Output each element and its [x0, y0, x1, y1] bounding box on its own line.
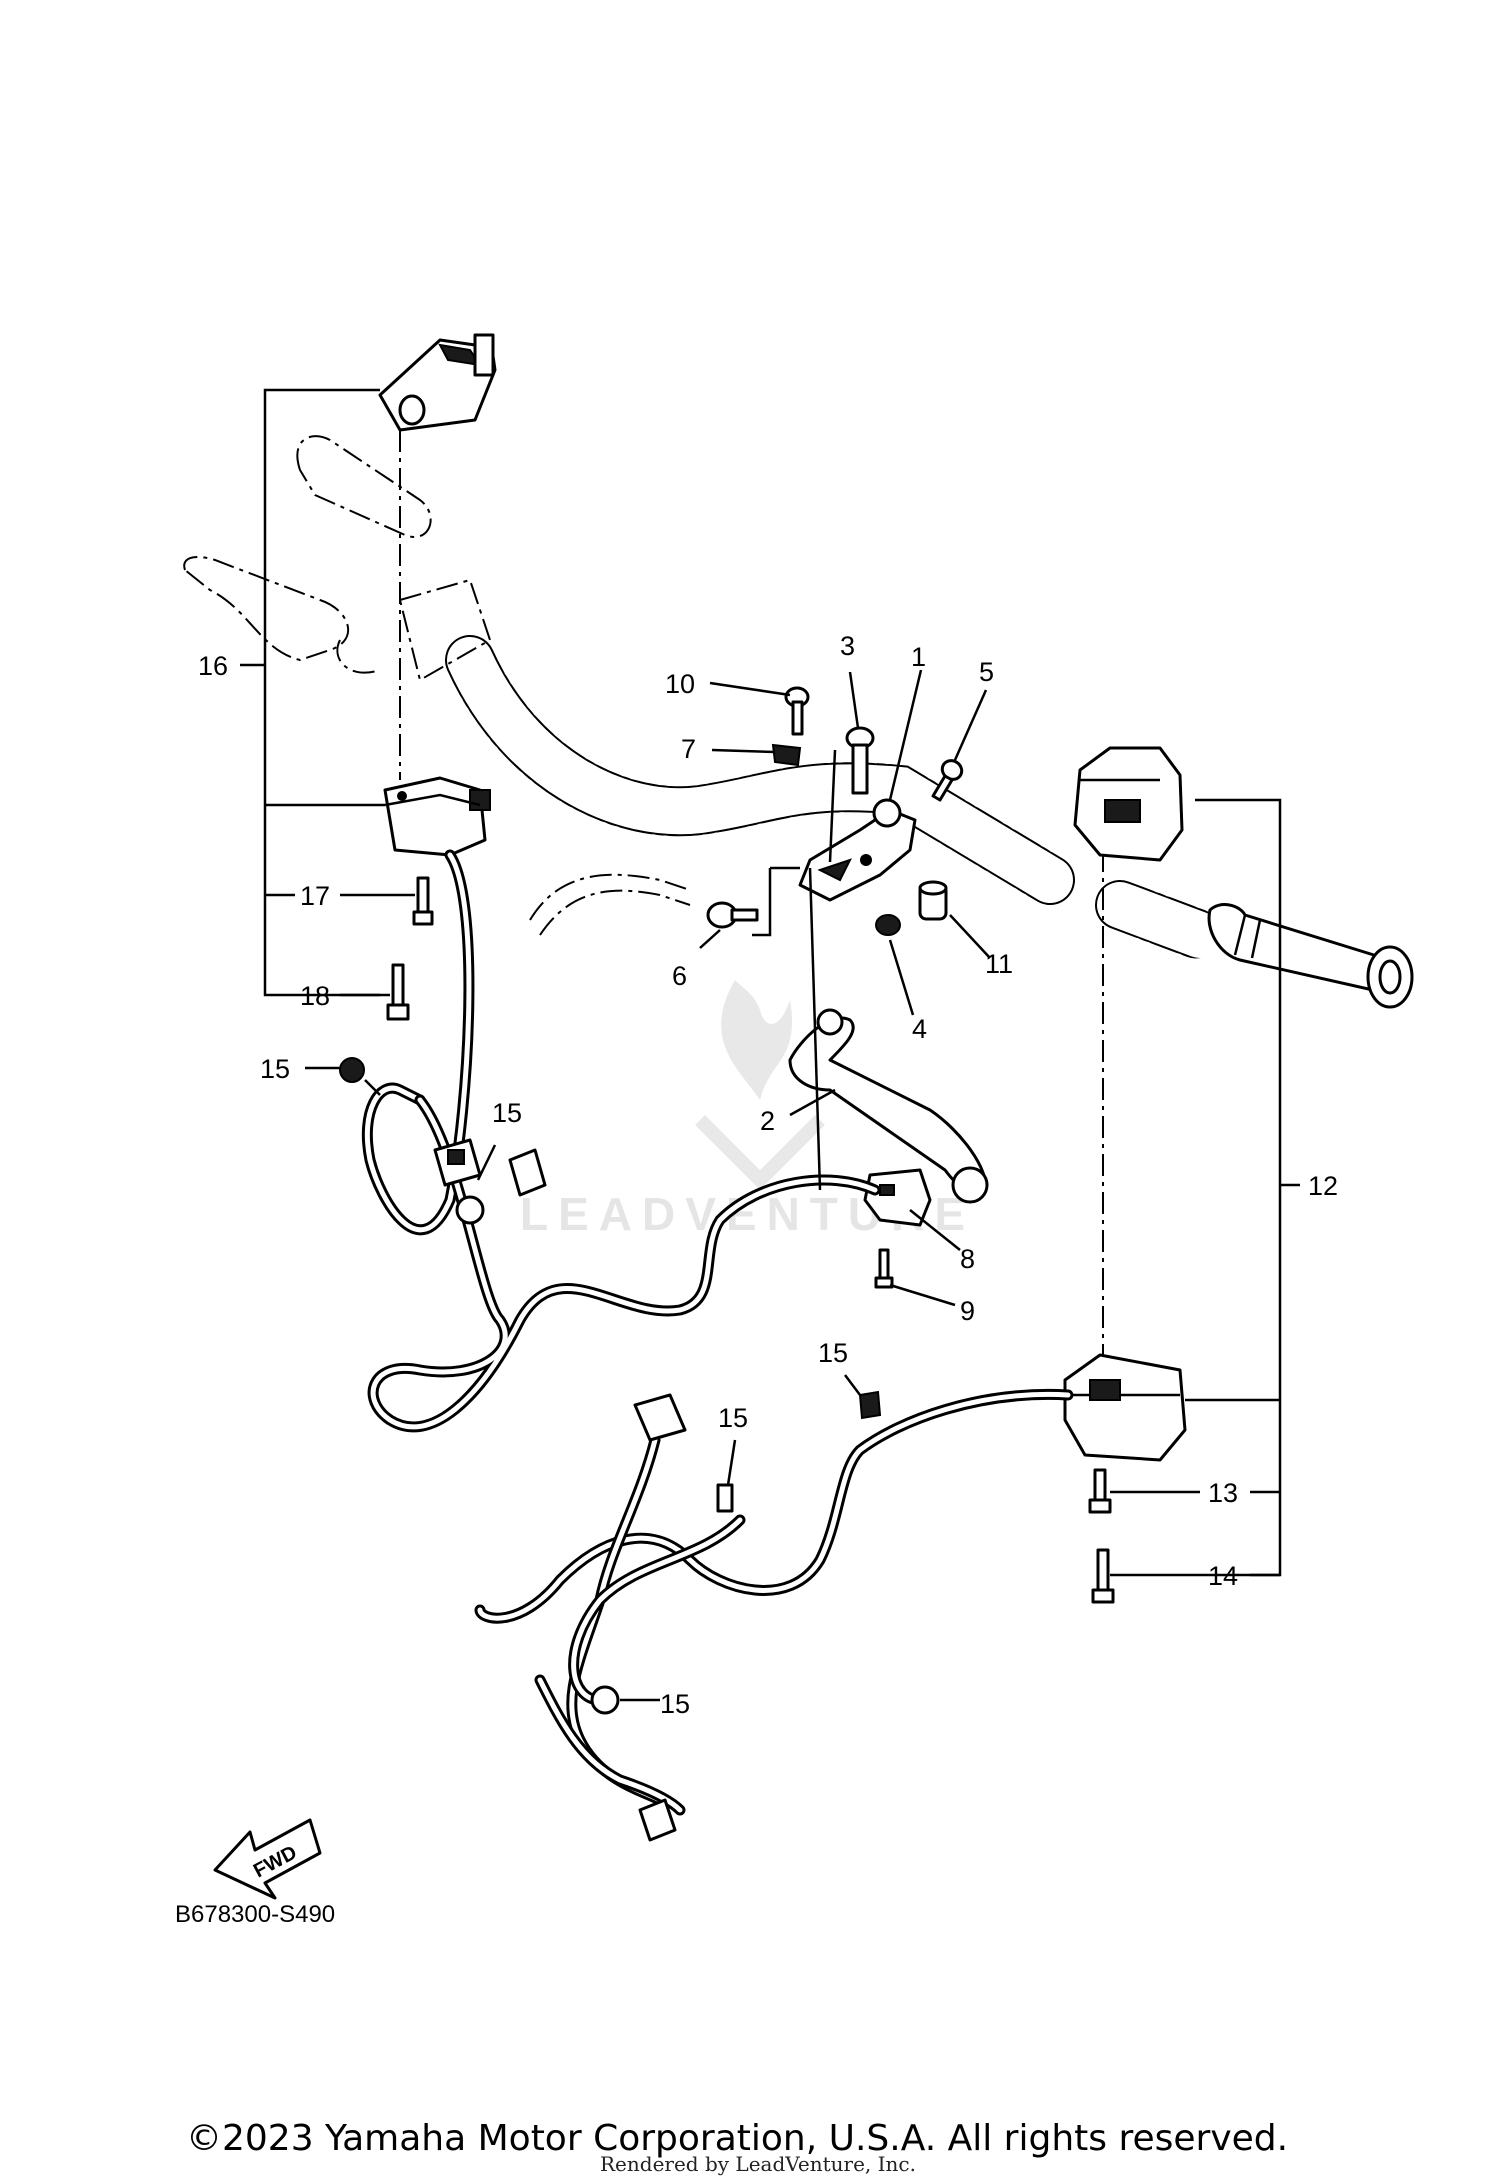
callout-17: 17 — [300, 881, 330, 911]
bracket-16 — [240, 388, 415, 997]
bolt-10 — [784, 686, 810, 736]
callout-2: 2 — [760, 1106, 775, 1136]
callout-3: 3 — [840, 631, 855, 661]
clamp-15-a — [339, 1057, 365, 1083]
connector-left-2 — [508, 1148, 547, 1197]
bolt-5 — [931, 759, 964, 802]
reference-code: B678300-S490 — [175, 1901, 335, 1928]
callouts: 1 2 3 4 5 6 7 8 9 10 11 12 13 14 15 15 1… — [198, 631, 1338, 1719]
clamp-15-c — [858, 1390, 882, 1420]
callout-15-a: 15 — [260, 1054, 290, 1084]
callout-7: 7 — [681, 734, 696, 764]
screw-17 — [412, 876, 434, 926]
handlebar-phantom — [445, 635, 1225, 960]
callout-16: 16 — [198, 651, 228, 681]
callout-15-e: 15 — [660, 1689, 690, 1719]
right-grip — [1207, 903, 1414, 1009]
left-switch-upper — [378, 333, 497, 432]
callout-8: 8 — [960, 1244, 975, 1274]
callout-1: 1 — [911, 642, 926, 672]
connector-bottom — [638, 1798, 677, 1842]
connector-left — [433, 1138, 482, 1187]
callout-15-c: 15 — [818, 1338, 848, 1368]
right-switch-upper — [1073, 746, 1184, 862]
screw-18 — [386, 963, 410, 1021]
lever-holder — [798, 798, 917, 902]
right-switch-lower — [1063, 1353, 1187, 1462]
clutch-switch — [863, 1168, 932, 1227]
connector-lower — [633, 1393, 687, 1442]
fwd-arrow: FWD — [213, 1818, 322, 1900]
callout-5: 5 — [979, 657, 994, 687]
left-grip-phantom — [183, 435, 492, 682]
callout-15-d: 15 — [718, 1403, 748, 1433]
collar-4 — [875, 914, 901, 936]
screw-13 — [1088, 1468, 1112, 1514]
clamp-15-b — [455, 1195, 485, 1225]
callout-15-b: 15 — [492, 1098, 522, 1128]
callout-4: 4 — [912, 1014, 927, 1044]
callout-13: 13 — [1208, 1478, 1238, 1508]
bolt-3 — [845, 726, 875, 795]
callout-9: 9 — [960, 1296, 975, 1326]
leader-lines — [305, 669, 991, 1702]
clutch-lever — [788, 1008, 989, 1204]
clamp-15-d — [716, 1483, 734, 1513]
callout-14: 14 — [1208, 1561, 1238, 1591]
bracket-12 — [1110, 798, 1300, 1577]
clamp-15-e — [590, 1685, 620, 1715]
callout-11: 11 — [985, 949, 1013, 979]
callout-12: 12 — [1308, 1171, 1338, 1201]
screw-14 — [1091, 1548, 1115, 1604]
bushing-11 — [918, 880, 948, 921]
callout-6: 6 — [672, 961, 687, 991]
screw-9 — [874, 1248, 894, 1289]
nut-6 — [706, 901, 759, 929]
clip-7 — [771, 743, 802, 767]
callout-10: 10 — [665, 669, 695, 699]
callout-18: 18 — [300, 981, 330, 1011]
clutch-cable-phantom — [529, 873, 691, 936]
left-switch-lower — [383, 776, 491, 857]
wiring-harness — [361, 849, 1074, 1816]
copyright-notice: ©2023 Yamaha Motor Corporation, U.S.A. A… — [186, 2118, 1289, 2159]
rendered-by-credit: Rendered by LeadVenture, Inc. — [600, 2152, 916, 2176]
